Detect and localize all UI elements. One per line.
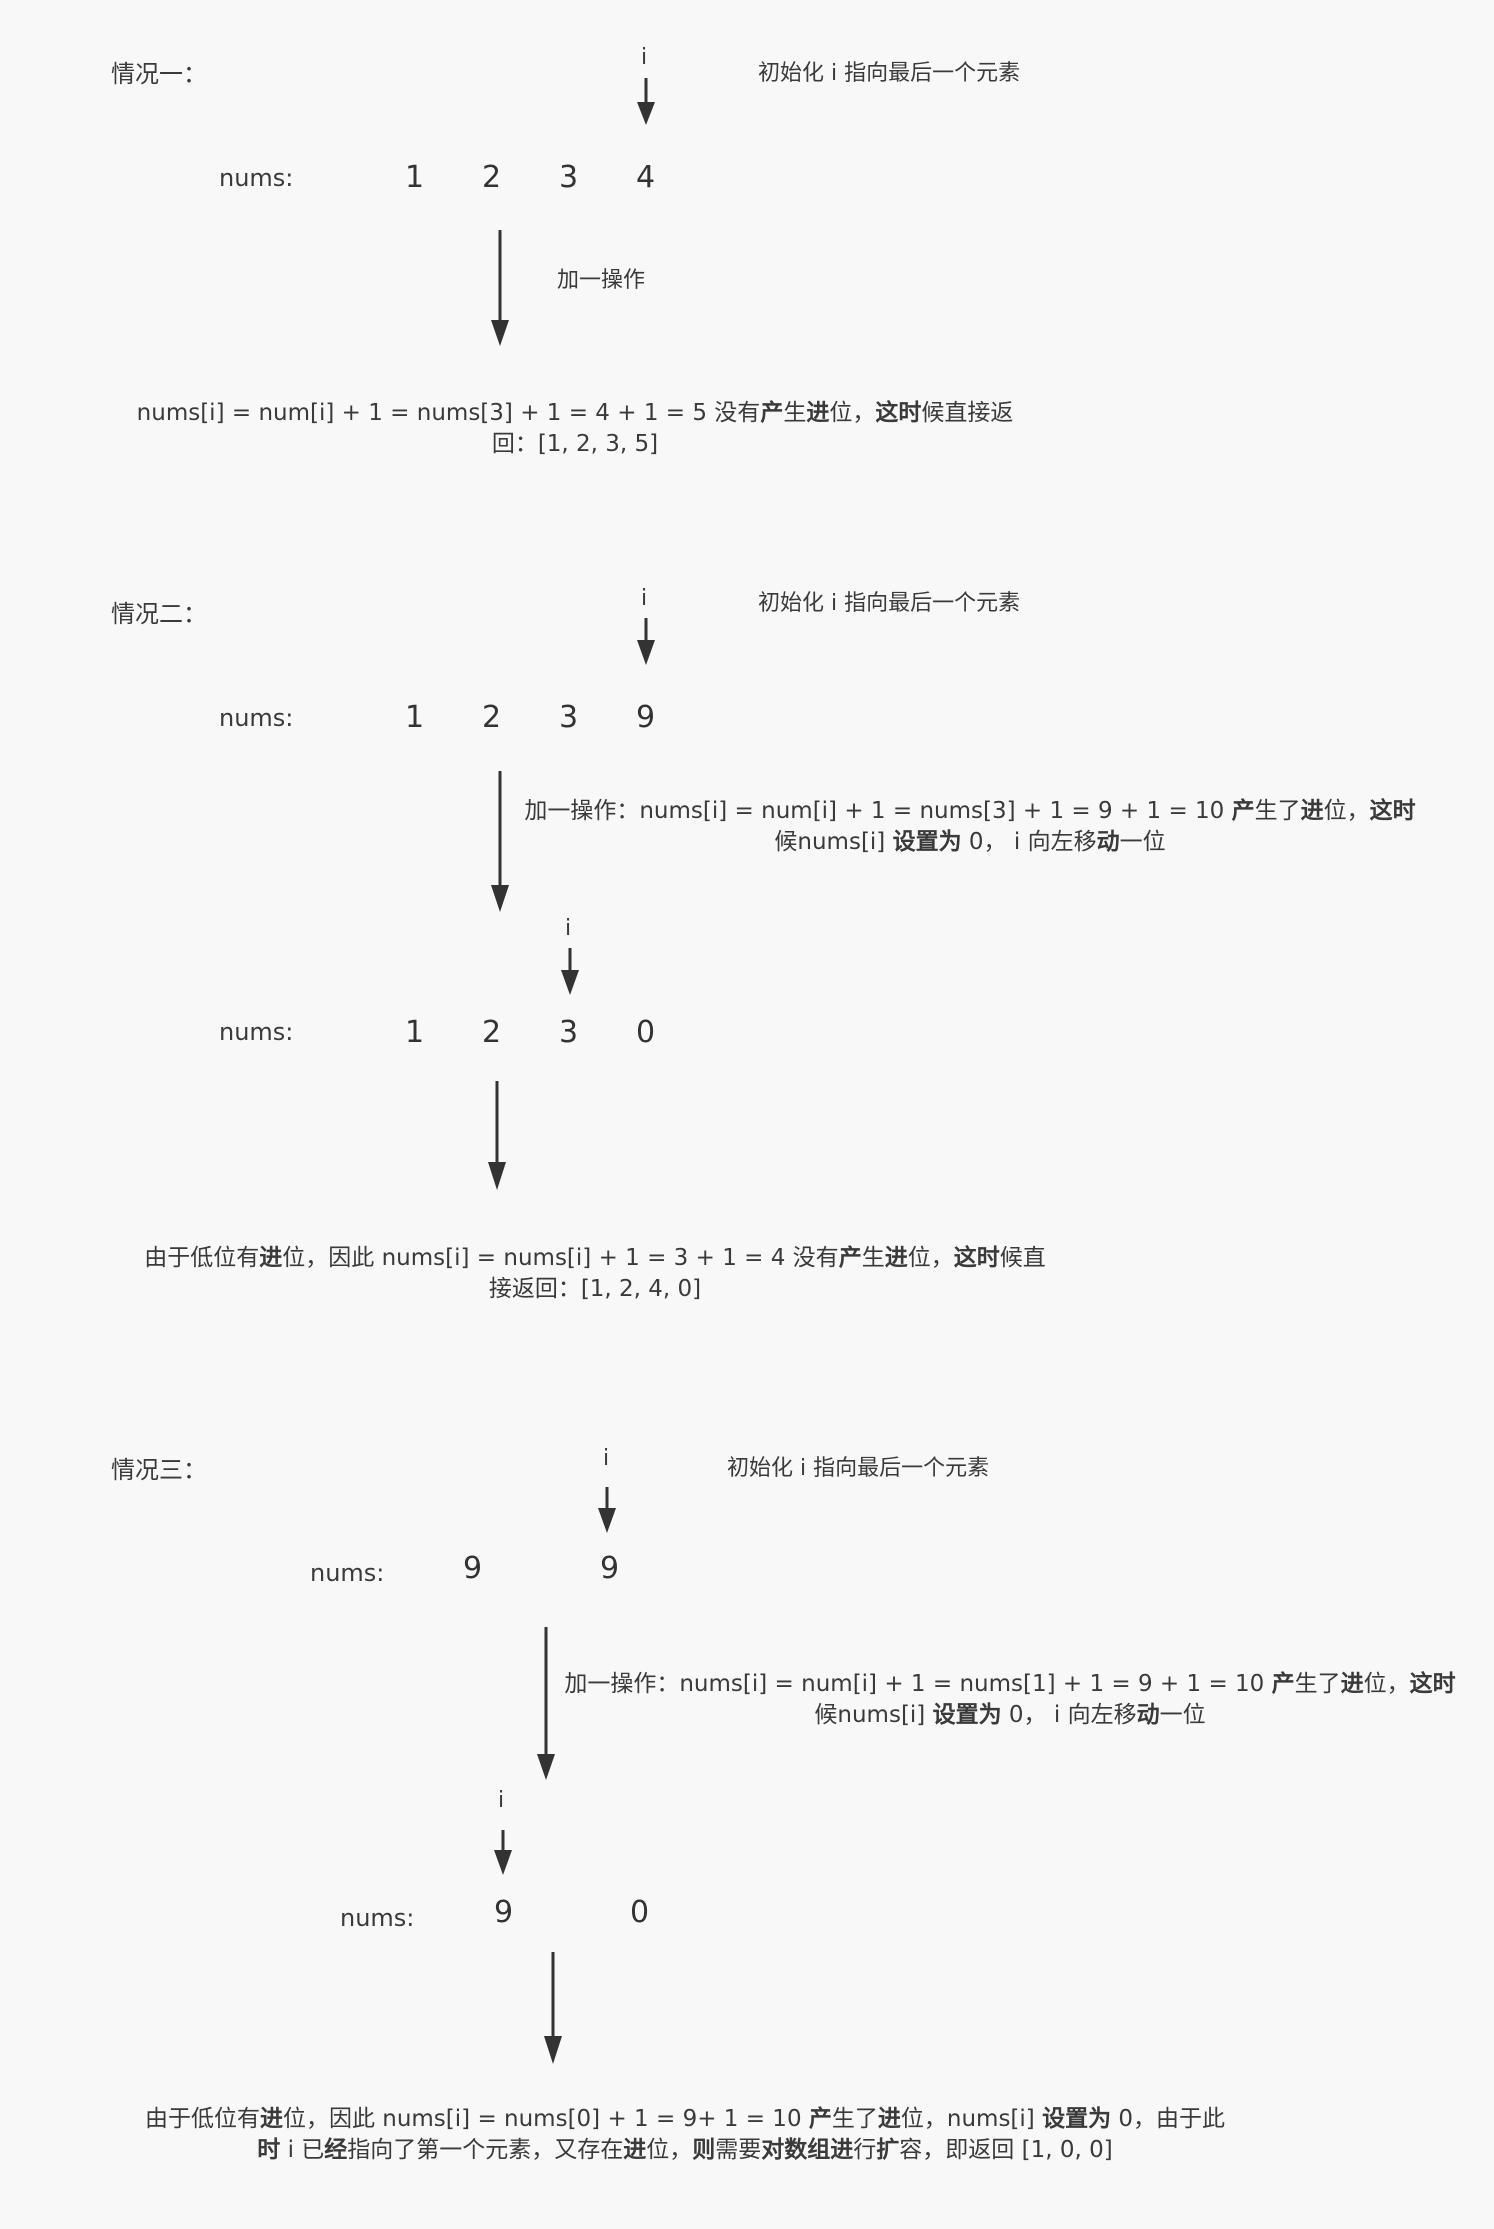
case2-digit2-0: 1 [405, 1015, 425, 1050]
case2-nums2-label: nums: [219, 1018, 294, 1046]
case2-pointer2-label: i [565, 916, 572, 941]
case2-title: 情况二： [111, 600, 207, 628]
case2-pointer2-arrow [561, 948, 579, 995]
case2-digit2-3: 0 [636, 1015, 656, 1050]
case3-pointer2-label: i [498, 1788, 505, 1813]
case1-digit-1: 2 [482, 160, 502, 195]
case2-result-arrow [488, 1081, 506, 1190]
case1-pointer-label: i [641, 45, 648, 70]
case1-digit-2: 3 [559, 160, 579, 195]
case3-digit2-0: 9 [494, 1895, 514, 1930]
case2-pointer-arrow [637, 618, 655, 665]
case3-digit-0: 9 [463, 1551, 483, 1586]
case3-nums2-label: nums: [340, 1904, 415, 1932]
case2-digit-0: 1 [405, 700, 425, 735]
case2-digit-1: 2 [482, 700, 502, 735]
case3-pointer-arrow [598, 1487, 616, 1533]
case2-nums-label: nums: [219, 704, 294, 732]
case1-digit-0: 1 [405, 160, 425, 195]
case1-digit-3: 4 [636, 160, 656, 195]
case3-digit2-1: 0 [630, 1895, 650, 1930]
case2-digit-3: 9 [636, 700, 656, 735]
case3-pointer-label: i [603, 1446, 610, 1471]
case1-op-label: 加一操作 [557, 268, 646, 293]
case2-digit-2: 3 [559, 700, 579, 735]
case1-pointer-arrow [637, 78, 655, 125]
case1-op-arrow [491, 230, 509, 346]
case2-op-arrow [491, 771, 509, 912]
case3-nums-label: nums: [310, 1559, 385, 1587]
case2-pointer-label: i [641, 586, 648, 611]
case3-op-arrow [537, 1627, 555, 1780]
case1-nums-label: nums: [219, 164, 294, 192]
case3-digit-1: 9 [600, 1551, 620, 1586]
case2-digit2-1: 2 [482, 1015, 502, 1050]
case2-digit2-2: 3 [559, 1015, 579, 1050]
case3-result-note: 由于低位有进位，因此 nums[i] = nums[0] + 1 = 9+ 1 … [144, 2106, 1226, 2163]
case1-init-note: 初始化 i 指向最后一个元素 [758, 61, 1021, 86]
case1-title: 情况一： [111, 60, 207, 88]
case3-result-arrow [544, 1952, 562, 2064]
case3-title: 情况三： [111, 1456, 207, 1484]
case2-result-note: 由于低位有进位，因此 nums[i] = nums[i] + 1 = 3 + 1… [144, 1245, 1046, 1302]
case3-pointer2-arrow [494, 1830, 512, 1875]
case3-init-note: 初始化 i 指向最后一个元素 [727, 1456, 990, 1481]
case2-init-note: 初始化 i 指向最后一个元素 [758, 591, 1021, 616]
case2-op-note: 加一操作：nums[i] = num[i] + 1 = nums[3] + 1 … [524, 798, 1416, 855]
case3-op-note: 加一操作：nums[i] = num[i] + 1 = nums[1] + 1 … [564, 1671, 1456, 1728]
case1-result-note: nums[i] = num[i] + 1 = nums[3] + 1 = 4 +… [136, 400, 1014, 457]
